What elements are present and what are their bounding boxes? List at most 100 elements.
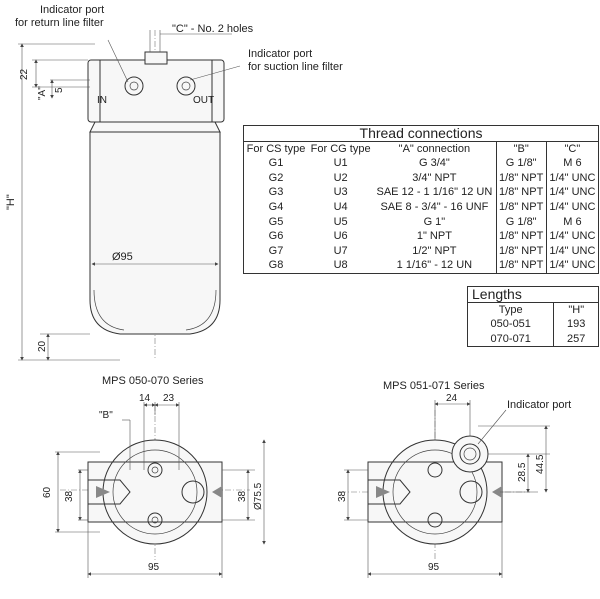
thread_table-row: G1 U1 G 3/4"G 1/8" M 6 bbox=[244, 156, 599, 171]
lengths_table-cell: 193 bbox=[567, 318, 586, 331]
in-label: IN bbox=[97, 95, 107, 106]
lengths-table-title: Lengths bbox=[467, 286, 599, 303]
thread_table-cell: 1/4" UNC bbox=[549, 259, 596, 272]
thread_table-cell: G 1/8" bbox=[496, 214, 547, 230]
dim-b: "B" bbox=[99, 410, 113, 421]
inlet-channel-right bbox=[368, 479, 411, 505]
thread_table-cell: G 3/4" bbox=[373, 156, 497, 171]
lengths_table-cell: 050-051 bbox=[467, 317, 555, 332]
thread_table-cell: G4 bbox=[268, 200, 284, 213]
inlet-channel-left bbox=[88, 479, 131, 505]
dim-14: 14 bbox=[139, 393, 151, 404]
thread_table-header-cell: For CG type bbox=[310, 142, 371, 155]
thread_table-cell: 1/4" UNC bbox=[549, 171, 596, 184]
indicator-suction-label-1: Indicator port bbox=[248, 48, 312, 60]
thread_table-cell: 1/4" UNC bbox=[549, 200, 596, 213]
thread_table-cell: G5 bbox=[268, 215, 284, 228]
bottom-right-labels: Indicator port 24 38 28.5 44.5 95 bbox=[337, 393, 571, 573]
lengths_table-cell: 257 bbox=[567, 332, 586, 345]
thread_table-cell: 1/8" NPT bbox=[496, 258, 547, 274]
indicator-return-label-1: Indicator port bbox=[40, 4, 104, 16]
dim-24: 24 bbox=[446, 393, 458, 404]
lengths-table: Lengths Type "H" 050-051 193 070-071 257 bbox=[467, 286, 599, 347]
bottom-right-view: MPS 051-071 Series bbox=[340, 380, 550, 578]
thread_table-cell: G7 bbox=[268, 244, 284, 257]
dim-95-left: 95 bbox=[148, 562, 160, 573]
thread_table-cell: G3 bbox=[268, 186, 284, 199]
thread_table-cell: 1/4" UNC bbox=[549, 244, 596, 257]
dim-38-right: 38 bbox=[237, 490, 248, 502]
dim-38-left: 38 bbox=[64, 490, 75, 502]
dim-a: "A" bbox=[37, 86, 48, 100]
thread_table-row: G5 U5 G 1"G 1/8" M 6 bbox=[244, 214, 599, 230]
thread_table-cell: G8 bbox=[268, 259, 284, 272]
dim-60: 60 bbox=[42, 486, 53, 498]
dim-23: 23 bbox=[163, 393, 175, 404]
thread_table-cell: SAE 8 - 3/4" - 16 UNF bbox=[373, 199, 497, 215]
lengths_table-cell: 070-071 bbox=[467, 331, 555, 347]
out-label: OUT bbox=[193, 95, 214, 106]
dim-20: 20 bbox=[37, 340, 48, 352]
thread_table-cell: 1/8" NPT bbox=[496, 170, 547, 186]
thread_table-header-cell: "A" connection bbox=[373, 141, 497, 157]
outlet-port bbox=[176, 76, 196, 96]
filter-head bbox=[87, 59, 225, 123]
thread_table-cell: U4 bbox=[333, 200, 348, 213]
thread_table-cell: 1/8" NPT bbox=[496, 185, 547, 200]
thread_table-cell: M 6 bbox=[563, 157, 582, 170]
thread_table-cell: G 1/8" bbox=[496, 156, 547, 171]
thread_table-cell: U3 bbox=[333, 186, 348, 199]
dim-95-right: 95 bbox=[428, 562, 440, 573]
thread_table-cell: M 6 bbox=[563, 215, 582, 228]
dim-285: 28.5 bbox=[517, 462, 528, 482]
filter-canister bbox=[89, 131, 221, 335]
thread_table-cell: U7 bbox=[333, 244, 348, 257]
lengths_table-row: 050-051 193 bbox=[467, 317, 599, 332]
thread-table-title: Thread connections bbox=[243, 125, 599, 142]
indicator-port-label: Indicator port bbox=[507, 399, 571, 411]
dim-22: 22 bbox=[19, 68, 30, 80]
side-view bbox=[18, 30, 241, 361]
thread_table-cell: G1 bbox=[268, 157, 284, 170]
lengths_table-row: 070-071 257 bbox=[467, 331, 599, 347]
head-boss bbox=[144, 51, 168, 65]
holes-label: "C" - No. 2 holes bbox=[172, 23, 254, 35]
thread_table-cell: 1" NPT bbox=[373, 229, 497, 244]
thread_table-header-cell: For CS type bbox=[246, 142, 306, 155]
dim-d95: Ø95 bbox=[112, 251, 133, 263]
lengths_table-header-row: Type "H" bbox=[467, 302, 599, 318]
thread_table-cell: 1/8" NPT bbox=[496, 199, 547, 215]
bottom-left-labels: "B" 14 23 60 38 38 Ø75.5 95 bbox=[42, 393, 264, 573]
thread_table-cell: 1 1/16" - 12 UN bbox=[373, 258, 497, 274]
dim-5: 5 bbox=[54, 87, 65, 93]
thread_table-cell: G6 bbox=[268, 230, 284, 243]
lengths_table-header-cell: "H" bbox=[568, 303, 585, 316]
inlet-port bbox=[124, 76, 144, 96]
thread_table-cell: 1/2" NPT bbox=[373, 243, 497, 259]
thread_table-header-cell: "C" bbox=[564, 142, 581, 155]
thread_table-cell: U5 bbox=[333, 215, 348, 228]
thread_table-cell: G2 bbox=[268, 171, 284, 184]
lengths_table-header-cell: Type bbox=[467, 302, 555, 318]
thread_table-cell: U1 bbox=[333, 157, 348, 170]
thread_table-cell: SAE 12 - 1 1/16" 12 UN bbox=[373, 185, 497, 200]
series-right-title: MPS 051-071 Series bbox=[383, 380, 485, 392]
thread_table-cell: U6 bbox=[333, 230, 348, 243]
dim-38-right-view: 38 bbox=[337, 490, 348, 502]
thread_table-cell: 1/4" UNC bbox=[549, 230, 596, 243]
dim-h: "H" bbox=[5, 194, 17, 210]
thread_table-cell: G 1" bbox=[373, 214, 497, 230]
thread-connections-table: Thread connections For CS type For CG typ… bbox=[243, 125, 599, 274]
thread_table-cell: 3/4" NPT bbox=[373, 170, 497, 186]
dim-d755: Ø75.5 bbox=[253, 482, 264, 510]
thread_table-cell: U2 bbox=[333, 171, 348, 184]
bottom-left-view: MPS 050-070 Series bbox=[55, 375, 266, 578]
